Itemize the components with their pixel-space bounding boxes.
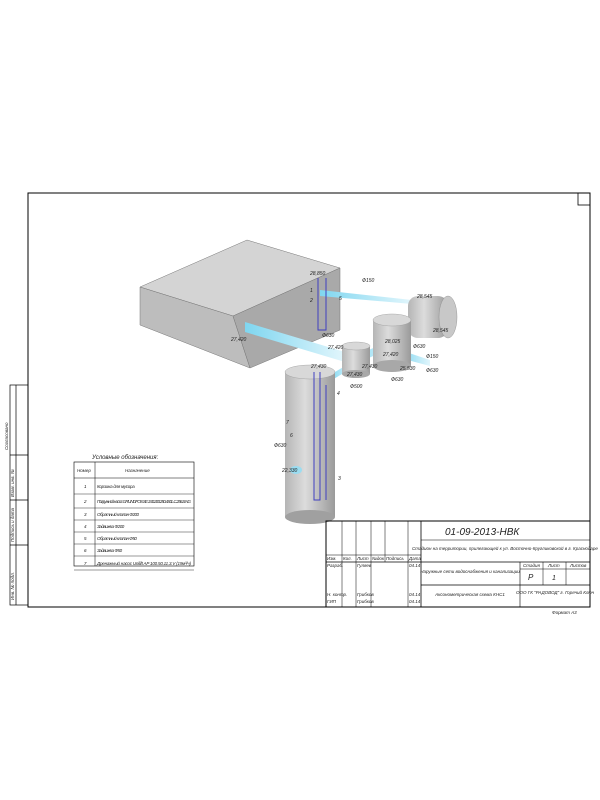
svg-text:1: 1 bbox=[310, 288, 313, 294]
legend-row-num: 3 bbox=[84, 512, 87, 517]
legend-row: 4 Задвижка Ф200 bbox=[74, 524, 194, 533]
svg-text:1: 1 bbox=[552, 575, 556, 582]
svg-text:04.14: 04.14 bbox=[409, 599, 421, 604]
svg-text:Кол.: Кол. bbox=[343, 556, 352, 561]
stamp-sign: Подпись и дата bbox=[10, 507, 15, 542]
svg-text:3: 3 bbox=[338, 476, 341, 482]
svg-text:04.14: 04.14 bbox=[409, 592, 421, 597]
pipe-630 bbox=[245, 322, 345, 362]
svg-text:Ф630: Ф630 bbox=[274, 443, 287, 449]
svg-text:Лист: Лист bbox=[547, 563, 560, 568]
svg-text:№док: №док bbox=[372, 556, 385, 561]
svg-text:Наружные сети водоснабжения и: Наружные сети водоснабжения и канализаци… bbox=[420, 569, 520, 574]
svg-text:Изм.: Изм. bbox=[327, 556, 337, 561]
legend-row: 5 Обратный клапан Ф50 bbox=[74, 535, 194, 545]
svg-text:Грибков: Грибков bbox=[357, 599, 374, 604]
svg-text:Ф630: Ф630 bbox=[322, 333, 335, 339]
svg-text:27,420: 27,420 bbox=[327, 345, 344, 351]
svg-text:Разраб.: Разраб. bbox=[327, 563, 343, 568]
svg-text:27,420: 27,420 bbox=[230, 337, 247, 343]
svg-text:Формат А3: Формат А3 bbox=[552, 610, 577, 615]
svg-text:Р: Р bbox=[528, 573, 534, 582]
svg-text:2: 2 bbox=[309, 298, 313, 304]
legend-row-name: Обратный клапан Ф200 bbox=[97, 511, 139, 517]
side-stamp bbox=[9, 384, 29, 606]
svg-text:Ф630: Ф630 bbox=[426, 368, 439, 374]
svg-text:Грибков: Грибков bbox=[357, 592, 374, 597]
svg-text:27,430: 27,430 bbox=[310, 364, 327, 370]
legend-row-name: Погружной насос GRUNDFOS SE 1.50.200.250… bbox=[97, 498, 191, 504]
svg-text:Ф150: Ф150 bbox=[362, 278, 375, 284]
tank-small bbox=[341, 341, 371, 378]
stamp-inv: Инв. № подл. bbox=[10, 572, 15, 600]
svg-text:Дата: Дата bbox=[408, 556, 421, 561]
svg-text:04.14: 04.14 bbox=[409, 563, 421, 568]
legend-row-num: 6 bbox=[84, 548, 87, 553]
legend-row: 2 Погружной насос GRUNDFOS SE 1.50.200.25… bbox=[74, 498, 194, 509]
svg-text:28,025: 28,025 bbox=[384, 339, 401, 345]
svg-text:22,330: 22,330 bbox=[281, 468, 298, 474]
svg-text:Условные обозначения:: Условные обозначения: bbox=[91, 455, 159, 461]
svg-text:ГИП: ГИП bbox=[327, 599, 337, 604]
svg-text:Гуляев: Гуляев bbox=[357, 563, 372, 568]
tank-medium bbox=[372, 313, 412, 372]
legend-row-name: Дренажный насос Unilift AP 100.50.11.3.V… bbox=[96, 560, 192, 566]
title-block bbox=[325, 520, 591, 608]
svg-text:Ф630: Ф630 bbox=[413, 344, 426, 350]
svg-text:Аксонометрическая схема КНС1: Аксонометрическая схема КНС1 bbox=[434, 592, 505, 597]
corner-box bbox=[577, 192, 591, 206]
title-block-text: 01-09-2013-НВК Стадион на территории, пр… bbox=[327, 527, 598, 615]
svg-text:4: 4 bbox=[337, 391, 340, 397]
svg-text:Ф500: Ф500 bbox=[350, 384, 363, 390]
legend-row-num: 7 bbox=[84, 561, 87, 566]
stamp-agreed: Согласовано bbox=[4, 422, 9, 450]
svg-text:28,545: 28,545 bbox=[416, 294, 433, 300]
svg-text:Ф150: Ф150 bbox=[426, 354, 439, 360]
legend-row-num: 5 bbox=[84, 536, 87, 541]
legend-row-num: 1 bbox=[84, 484, 87, 489]
svg-text:27,430: 27,430 bbox=[361, 364, 378, 370]
svg-text:Лист: Лист bbox=[356, 556, 369, 561]
svg-text:Стадион на территории, прилега: Стадион на территории, прилегающей к ул.… bbox=[412, 545, 598, 551]
svg-text:Н. контр.: Н. контр. bbox=[327, 592, 347, 597]
svg-text:28,850: 28,850 bbox=[309, 271, 326, 277]
svg-text:Листов: Листов bbox=[569, 563, 587, 568]
svg-text:01-09-2013-НВК: 01-09-2013-НВК bbox=[445, 527, 520, 538]
legend-row: 6 Задвижка Ф50 bbox=[74, 548, 194, 557]
svg-text:Назначение: Назначение bbox=[125, 468, 150, 473]
svg-text:6: 6 bbox=[290, 433, 293, 439]
legend-row-name: Задвижка Ф50 bbox=[97, 548, 123, 553]
tank-horizontal bbox=[408, 295, 458, 339]
legend-row-name: Обратный клапан Ф50 bbox=[97, 535, 137, 541]
legend-row-num: 2 bbox=[83, 499, 87, 504]
svg-text:Стадия: Стадия bbox=[523, 563, 540, 568]
riser-pipes bbox=[317, 278, 327, 331]
elevation-labels: 28,850 28,545 28,545 27,420 27,420 28,02… bbox=[230, 271, 449, 482]
svg-text:5: 5 bbox=[339, 296, 342, 302]
legend-row: 1 Корзина для мусора bbox=[74, 484, 194, 495]
legend-row: 7 Дренажный насос Unilift AP 100.50.11.3.… bbox=[74, 560, 194, 571]
svg-text:27,420: 27,420 bbox=[382, 352, 399, 358]
legend-table: Условные обозначения: Номер Назначение 1… bbox=[73, 455, 195, 571]
svg-text:ООО ГК "РАДОВОД" г. Горячий Кл: ООО ГК "РАДОВОД" г. Горячий Ключ bbox=[516, 589, 595, 595]
pump-well bbox=[284, 364, 336, 524]
legend-row-name: Задвижка Ф200 bbox=[97, 524, 125, 529]
svg-text:7: 7 bbox=[286, 420, 289, 426]
legend-row: 3 Обратный клапан Ф200 bbox=[74, 511, 194, 521]
svg-text:25,530: 25,530 bbox=[399, 366, 416, 372]
svg-text:Номер: Номер bbox=[77, 468, 91, 473]
svg-text:27,430: 27,430 bbox=[346, 372, 363, 378]
svg-text:Ф630: Ф630 bbox=[391, 377, 404, 383]
svg-text:Подпись: Подпись bbox=[386, 556, 404, 561]
stamp-replace: Взам. инв. № bbox=[10, 469, 15, 497]
pipe-150 bbox=[320, 290, 412, 304]
svg-text:28,545: 28,545 bbox=[432, 328, 449, 334]
legend-row-name: Корзина для мусора bbox=[97, 484, 135, 489]
building-block bbox=[139, 239, 341, 369]
legend-row-num: 4 bbox=[84, 524, 87, 529]
